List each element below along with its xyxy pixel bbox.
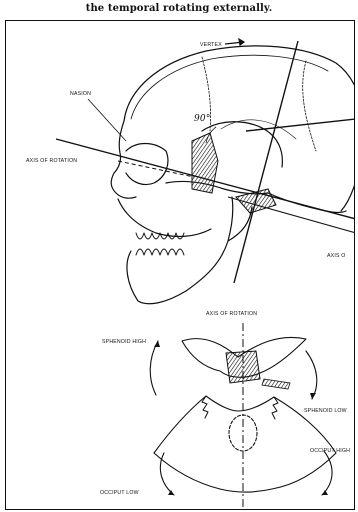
nasal-bone bbox=[111, 173, 136, 198]
sphenoid-hatched bbox=[192, 133, 218, 193]
label-occiput-low: OCCIPUT LOW bbox=[100, 490, 139, 496]
vertex-arrow bbox=[225, 39, 244, 45]
occipital-base bbox=[268, 193, 346, 213]
occipital-jagged-right bbox=[272, 397, 278, 419]
axis-line-steep bbox=[234, 41, 298, 283]
lower-teeth bbox=[136, 249, 184, 255]
nasion-leader bbox=[88, 99, 126, 141]
figure-frame: VERTEX NASION AXIS OF ROTATION 90° AXIS … bbox=[5, 20, 355, 510]
axis-dashed bbox=[118, 161, 194, 177]
label-ninety-degrees: 90° bbox=[194, 114, 211, 124]
label-axis-of-rotation-left: AXIS OF ROTATION bbox=[26, 158, 77, 164]
cranial-vault bbox=[124, 46, 355, 211]
label-nasion: NASION bbox=[70, 91, 91, 97]
label-occiput-high: OCCIPUT HIGH bbox=[310, 448, 350, 454]
label-sphenoid-high: SPHENOID HIGH bbox=[102, 339, 146, 345]
rotation-arc-left bbox=[150, 341, 158, 395]
lambdoid-suture bbox=[303, 61, 316, 151]
label-sphenoid-low: SPHENOID LOW bbox=[304, 408, 347, 414]
figure-caption: the temporal rotating externally. bbox=[0, 3, 358, 14]
vault-inner-line bbox=[131, 55, 328, 119]
upper-teeth bbox=[136, 233, 184, 239]
skull-diagram: VERTEX NASION AXIS OF ROTATION 90° AXIS … bbox=[6, 21, 355, 510]
rotation-arc-low-left bbox=[160, 453, 174, 495]
label-axis-of-rotation-bottom: AXIS OF ROTATION bbox=[206, 311, 257, 317]
rotation-arc-right bbox=[306, 351, 317, 399]
maxilla bbox=[118, 199, 211, 236]
lateral-skull bbox=[111, 46, 355, 304]
label-axis-right: AXIS O bbox=[327, 253, 346, 259]
label-vertex: VERTEX bbox=[200, 42, 222, 48]
mandible bbox=[127, 197, 233, 304]
sphenoid-arm-hatched bbox=[262, 379, 290, 389]
